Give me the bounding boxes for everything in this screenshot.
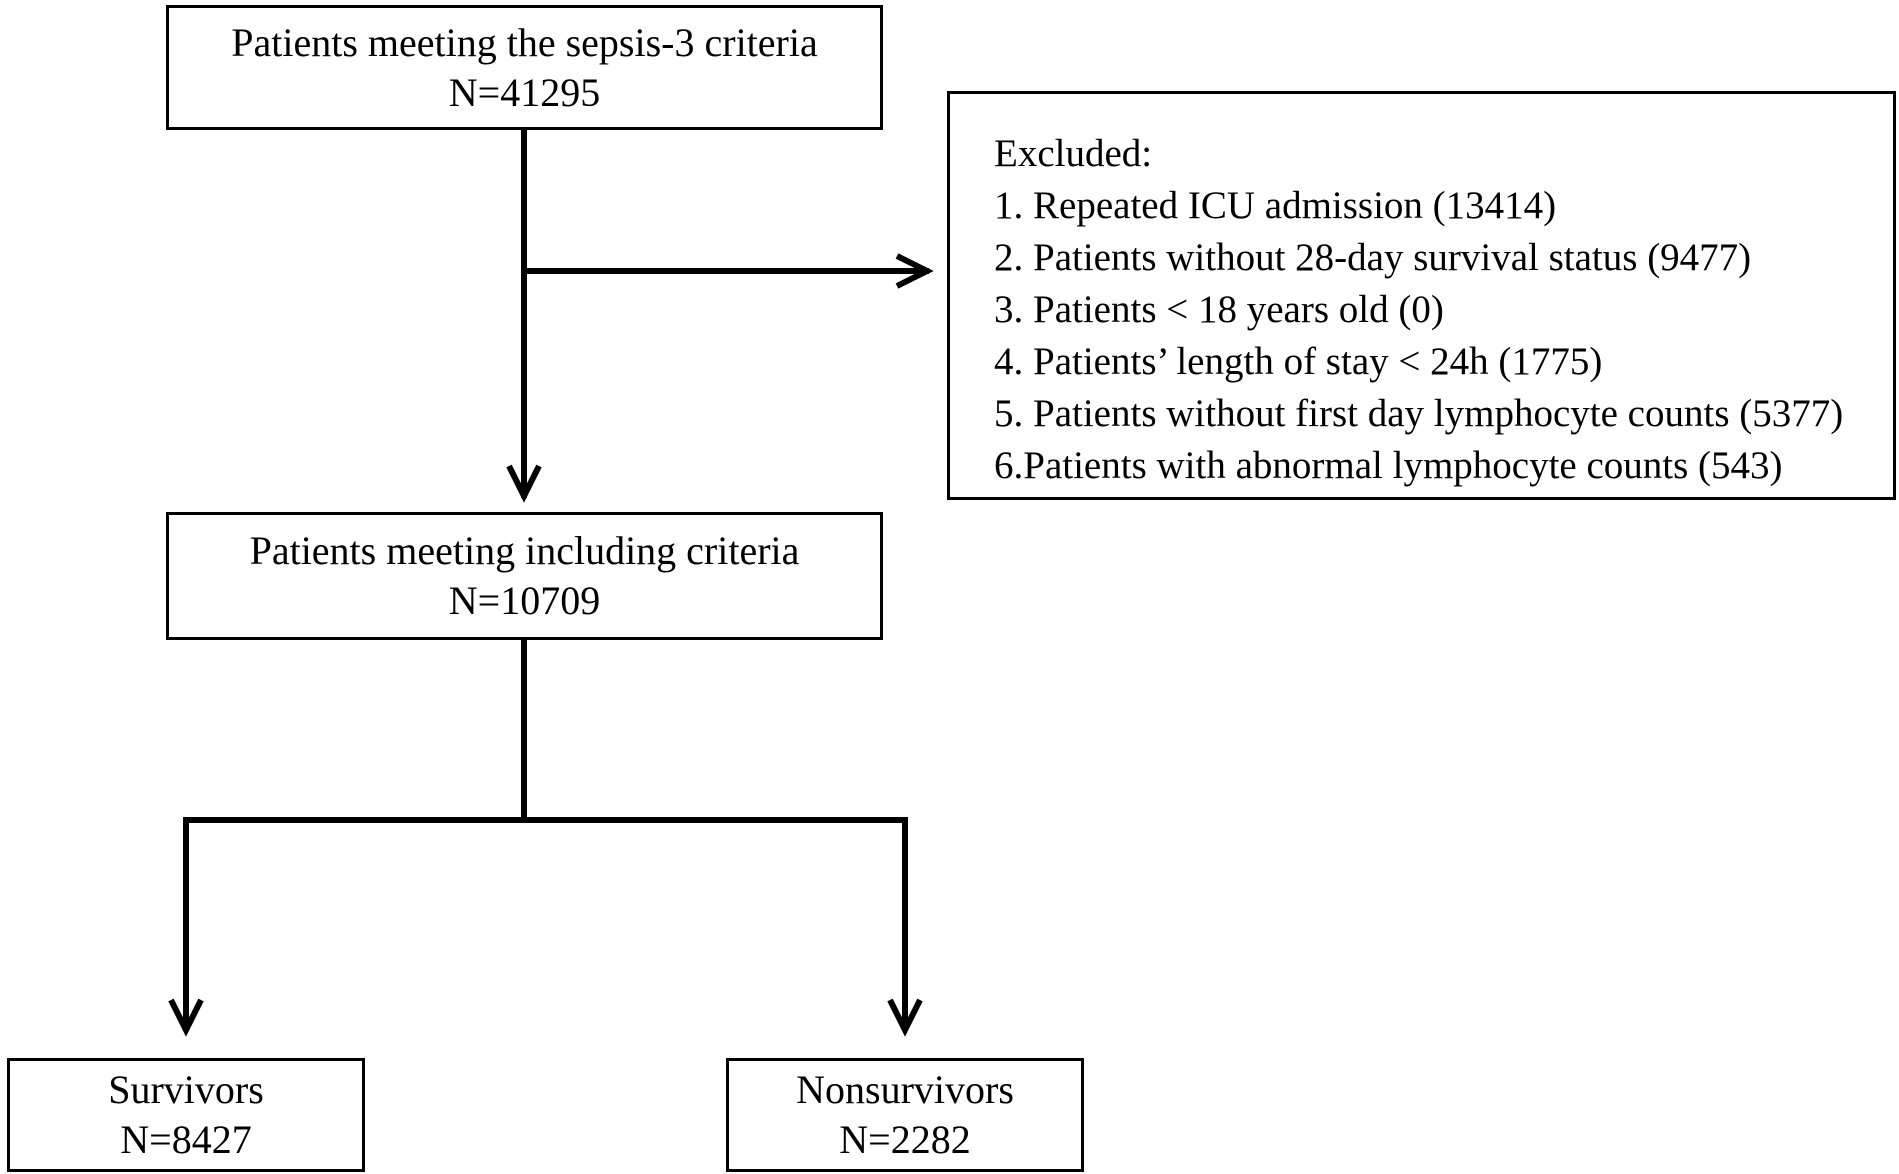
- box-sepsis-criteria-count: N=41295: [448, 69, 601, 115]
- excluded-item-1: 1. Repeated ICU admission (13414): [994, 184, 1557, 227]
- arrowhead-down-survivors: [168, 998, 204, 1037]
- arrowhead-down-nonsurvivors: [887, 998, 923, 1037]
- box-including-criteria: Patients meeting including criteria N=10…: [166, 512, 883, 640]
- excluded-item-3: 3. Patients < 18 years old (0): [994, 288, 1444, 331]
- box-sepsis-criteria: Patients meeting the sepsis-3 criteria N…: [166, 5, 883, 130]
- box-survivors: Survivors N=8427: [7, 1058, 365, 1172]
- box-including-criteria-count: N=10709: [448, 578, 601, 623]
- arrowhead-down-included: [506, 464, 542, 503]
- box-excluded: Excluded: 1. Repeated ICU admission (134…: [947, 91, 1896, 500]
- box-survivors-title: Survivors: [108, 1067, 264, 1112]
- arrowhead-right-excluded: [895, 253, 934, 289]
- box-nonsurvivors: Nonsurvivors N=2282: [726, 1058, 1084, 1172]
- box-nonsurvivors-count: N=2282: [839, 1117, 971, 1162]
- box-including-criteria-title: Patients meeting including criteria: [249, 528, 800, 573]
- excluded-item-6: 6.Patients with abnormal lymphocyte coun…: [994, 444, 1783, 487]
- excluded-heading: Excluded:: [994, 132, 1153, 175]
- excluded-item-4: 4. Patients’ length of stay < 24h (1775): [994, 340, 1603, 383]
- excluded-item-5: 5. Patients without first day lymphocyte…: [994, 392, 1844, 435]
- box-nonsurvivors-title: Nonsurvivors: [796, 1067, 1014, 1112]
- excluded-item-2: 2. Patients without 28-day survival stat…: [994, 236, 1752, 279]
- box-sepsis-criteria-title: Patients meeting the sepsis-3 criteria: [231, 19, 818, 65]
- box-survivors-count: N=8427: [120, 1117, 252, 1162]
